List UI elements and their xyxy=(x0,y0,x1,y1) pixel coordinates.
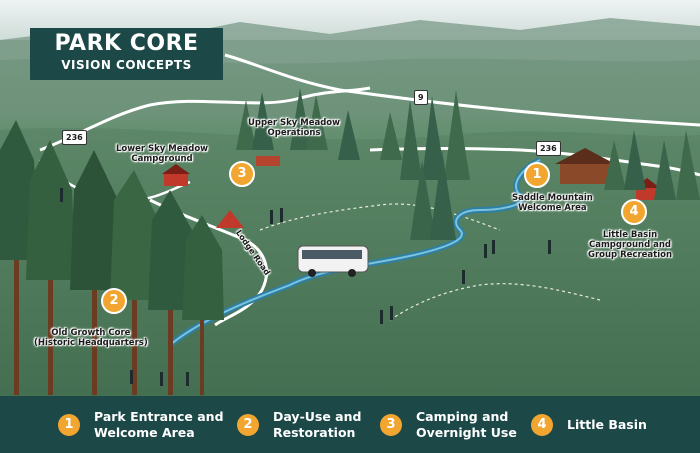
legend-bar: 1 Park Entrance and Welcome Area 2 Day-U… xyxy=(0,396,700,453)
legend-label-4: Little Basin xyxy=(567,416,647,432)
little-basin-label: Little Basin Campground and Group Recrea… xyxy=(588,230,673,260)
highway-9-road xyxy=(224,53,700,127)
page-title: PARK CORE xyxy=(54,31,199,56)
page-subtitle: VISION CONCEPTS xyxy=(61,58,192,72)
tree-cluster xyxy=(604,130,700,200)
highway-236-west-road xyxy=(39,86,371,152)
legend-number-1: 1 xyxy=(58,413,80,436)
tree-cluster xyxy=(236,88,470,240)
lower-sky-meadow-label: Lower Sky Meadow Campground xyxy=(116,144,209,164)
red-tent xyxy=(216,210,244,228)
legend-number-2: 2 xyxy=(237,413,259,436)
highway-236-shield-east: 236 xyxy=(536,141,561,156)
saddle-mountain-label: Saddle Mountain Welcome Area xyxy=(512,193,593,213)
lodge-road xyxy=(149,198,268,327)
map-marker-1[interactable]: 1 xyxy=(524,162,550,188)
old-growth-core-label: Old Growth Core (Historic Headquarters) xyxy=(34,328,148,348)
trail xyxy=(389,283,601,321)
legend-item-4: 4 Little Basin xyxy=(531,396,647,453)
hikers xyxy=(60,188,551,386)
trail xyxy=(259,203,501,231)
title-box: PARK CORE VISION CONCEPTS xyxy=(30,28,223,80)
legend-item-2: 2 Day-Use and Restoration xyxy=(237,396,361,453)
legend-number-3: 3 xyxy=(380,413,402,436)
legend-label-2: Day-Use and Restoration xyxy=(273,408,362,440)
map-marker-4[interactable]: 4 xyxy=(621,199,647,225)
legend-label-1: Park Entrance and Welcome Area xyxy=(94,408,224,440)
legend-number-4: 4 xyxy=(531,413,553,436)
map-marker-2[interactable]: 2 xyxy=(101,288,127,314)
legend-item-1: 1 Park Entrance and Welcome Area xyxy=(58,396,224,453)
legend-label-3: Camping and Overnight Use xyxy=(416,408,517,440)
legend-item-3: 3 Camping and Overnight Use xyxy=(380,396,517,453)
upper-sky-meadow-label: Upper Sky Meadow Operations xyxy=(248,118,340,138)
camp-building xyxy=(162,164,190,186)
map-marker-3[interactable]: 3 xyxy=(229,161,255,187)
shuttle-bus xyxy=(297,245,369,277)
old-growth-forest xyxy=(0,120,224,395)
highway-9-shield: 9 xyxy=(414,90,428,105)
operations-building xyxy=(256,156,280,166)
welcome-center-building xyxy=(555,148,615,184)
highway-236-shield-west: 236 xyxy=(62,130,87,145)
